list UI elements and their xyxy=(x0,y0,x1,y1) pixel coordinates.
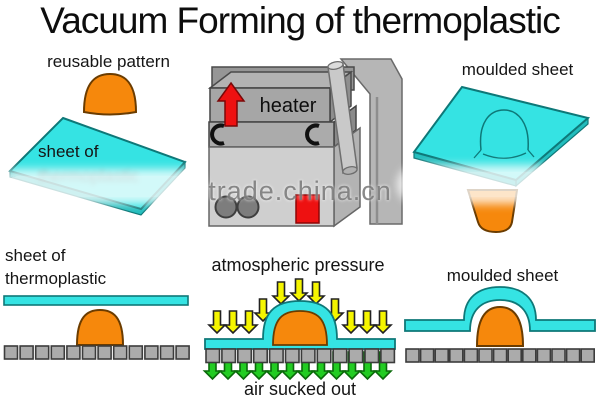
vacuum-bed-square xyxy=(66,345,81,360)
vacuum-bed-square xyxy=(159,345,175,360)
thermoplastic-sheet-bar xyxy=(3,295,189,306)
pressure-arrow-icon xyxy=(357,310,377,335)
pressure-arrow-icon xyxy=(239,310,259,335)
watermark-text: trade.china.cn xyxy=(208,176,392,206)
pressure-arrow-icon xyxy=(306,281,326,306)
sheet-of-label: sheet of xyxy=(38,142,99,161)
pattern-dome xyxy=(475,305,525,347)
vacuum-bed-square xyxy=(405,348,420,363)
moulded-sheet-label-top: moulded sheet xyxy=(461,60,574,79)
panel-bottom-left xyxy=(3,295,190,360)
vacuum-bed-square xyxy=(364,348,380,364)
clamp-icon xyxy=(305,123,320,146)
vacuum-bed-square xyxy=(448,348,464,363)
vacuum-bed-square xyxy=(128,345,144,360)
vacuum-bed-square xyxy=(34,345,50,360)
vacuum-bed-square xyxy=(112,345,128,360)
pattern-dome xyxy=(272,310,328,346)
machine-back-wall xyxy=(339,58,403,225)
vacuum-bed-square xyxy=(492,348,508,363)
vacuum-bed-square xyxy=(237,348,253,364)
reusable-pattern-label: reusable pattern xyxy=(47,52,170,71)
vacuum-bed-square xyxy=(3,345,19,360)
heater-machine xyxy=(207,58,403,228)
atmospheric-pressure-label: atmospheric pressure xyxy=(211,255,385,275)
vacuum-bed-square xyxy=(434,348,450,363)
vacuum-bed-square xyxy=(50,345,66,360)
vacuum-bed-square xyxy=(19,345,34,360)
pressure-arrow-icon xyxy=(289,278,309,303)
removed-pattern xyxy=(466,189,519,234)
vacuum-bed-square xyxy=(144,345,159,360)
vacuum-bed-square xyxy=(521,348,537,363)
vacuum-bed-square xyxy=(478,348,493,363)
vacuum-bed-square xyxy=(300,348,316,364)
vacuum-bed-square xyxy=(332,348,348,364)
vacuum-bed-square xyxy=(284,348,300,364)
air-sucked-out-label: air sucked out xyxy=(243,379,357,399)
vacuum-bed-square xyxy=(463,348,479,363)
clamp-icon xyxy=(210,123,225,146)
vacuum-bed xyxy=(205,348,396,364)
vacuum-bed-square xyxy=(565,348,581,363)
vacuum-bed-square xyxy=(551,348,566,363)
pressure-arrow-icon xyxy=(223,310,243,335)
lever-top-cap xyxy=(327,60,344,71)
dome-impression-feet xyxy=(473,149,535,159)
reusable-pattern-dome xyxy=(82,72,138,116)
vacuum-bed-square xyxy=(316,348,332,364)
moulded-sheet-top xyxy=(412,85,591,182)
vacuum-bed-square xyxy=(205,348,221,364)
vacuum-bed-square xyxy=(97,345,112,360)
vacuum-bed xyxy=(3,345,190,360)
panel-bottom-center xyxy=(202,278,396,381)
moulded-sheet-label-bottom: moulded sheet xyxy=(446,266,559,285)
pressure-arrow-icon xyxy=(341,310,361,335)
vacuum-bed-square xyxy=(348,348,364,364)
power-button xyxy=(295,194,320,224)
pressure-arrow-icon xyxy=(271,281,291,306)
knob-icon xyxy=(236,195,260,219)
vacuum-bed xyxy=(405,348,596,363)
blur-overlay-right xyxy=(404,172,550,197)
vacuum-bed-square xyxy=(175,345,190,360)
vacuum-bed-square xyxy=(580,348,596,363)
vacuum-bed-square xyxy=(81,345,97,360)
lever-end-cap xyxy=(342,166,358,175)
pattern-dome xyxy=(75,308,125,346)
pressure-arrow-icon xyxy=(207,310,227,335)
vacuum-bed-square xyxy=(507,348,523,363)
vacuum-bed-square xyxy=(268,348,284,364)
moulded-sheet-shell xyxy=(404,286,596,332)
diagram-title: Vacuum Forming of thermoplastic xyxy=(40,0,560,41)
blur-overlay-left xyxy=(6,176,198,197)
up-arrow-icon xyxy=(216,81,246,127)
vacuum-bed-square xyxy=(252,348,268,364)
dome-impression-outline xyxy=(479,109,529,151)
heater-label: heater xyxy=(259,95,317,117)
panel-top-right xyxy=(412,85,591,234)
vacuum-bed-square xyxy=(536,348,552,363)
vacuum-bed-square xyxy=(221,348,237,364)
panel-bottom-right xyxy=(404,286,596,363)
vacuum-bed-square xyxy=(419,348,435,363)
pressure-arrow-icon xyxy=(373,310,393,335)
vacuum-bed-square xyxy=(380,348,396,364)
